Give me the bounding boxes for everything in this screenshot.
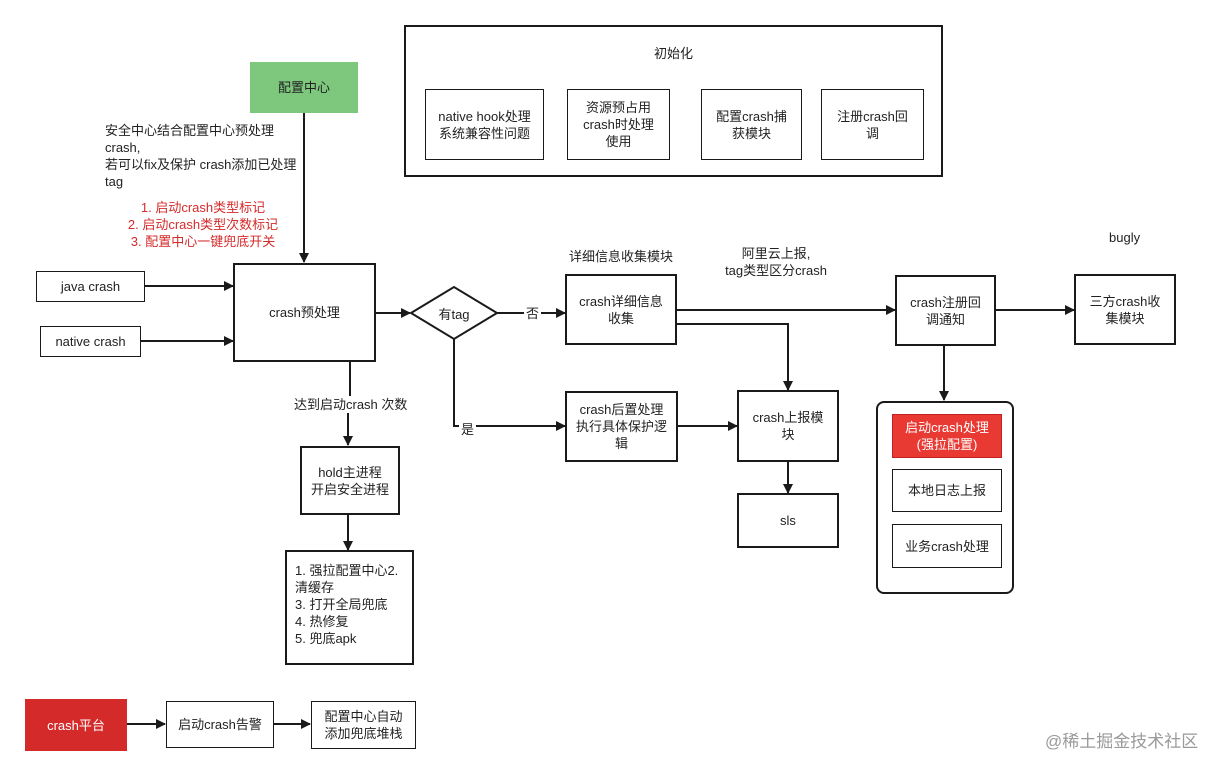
startup-alarm-node: 启动crash告警 [166,701,274,748]
business-crash-node: 业务crash处理 [892,524,1002,568]
java-crash-node: java crash [36,271,145,302]
watermark: @稀土掘金技术社区 [1045,732,1199,751]
third-party-node: 三方crash收 集模块 [1074,274,1176,345]
edge-label-yes: 是 [459,421,477,438]
sls-node: sls [737,493,839,548]
crash-platform-node: crash平台 [25,699,127,751]
auto-add-stack-node: 配置中心自动 添加兜底堆栈 [311,701,416,749]
recovery-steps-node: 1. 强拉配置中心2. 清缓存 3. 打开全局兜底 4. 热修复 5. 兜底ap… [285,550,414,665]
init-register-callback: 注册crash回 调 [821,89,924,160]
edge-label-no: 否 [524,305,542,322]
init-resource-reserve: 资源预占用 crash时处理 使用 [567,89,670,160]
decision-label: 有tag [438,307,470,322]
startup-crash-handling-node: 启动crash处理 (强拉配置) [892,414,1002,458]
reach-count-label: 达到启动crash 次数 [292,396,410,413]
callback-notify-node: crash注册回 调通知 [895,275,996,346]
crash-detail-node: crash详细信息 收集 [565,274,677,345]
native-crash-node: native crash [40,326,141,357]
crash-preprocess-node: crash预处理 [233,263,376,362]
arrow-decision-yes [453,338,566,431]
crash-report-node: crash上报模 块 [737,390,839,462]
crash-post-process-node: crash后置处理 执行具体保护逻 辑 [565,391,678,462]
arrow-detail-to-report [676,323,793,391]
aliyun-note: 阿里云上报, tag类型区分crash [725,246,827,278]
local-log-report-node: 本地日志上报 [892,469,1002,512]
config-center-node: 配置中心 [250,62,358,113]
init-title: 初始化 [653,46,693,61]
init-native-hook: native hook处理 系统兼容性问题 [425,89,544,160]
detail-module-label: 详细信息收集模块 [569,249,674,264]
hold-process-node: hold主进程 开启安全进程 [300,446,400,515]
decision-diamond [409,285,499,341]
init-capture-config: 配置crash捕 获模块 [701,89,802,160]
security-note: 安全中心结合配置中心预处理 crash, 若可以fix及保护 crash添加已处… [105,123,297,189]
bugly-label: bugly [1109,230,1141,245]
red-notes: 1. 启动crash类型标记 2. 启动crash类型次数标记 3. 配置中心一… [127,200,279,249]
